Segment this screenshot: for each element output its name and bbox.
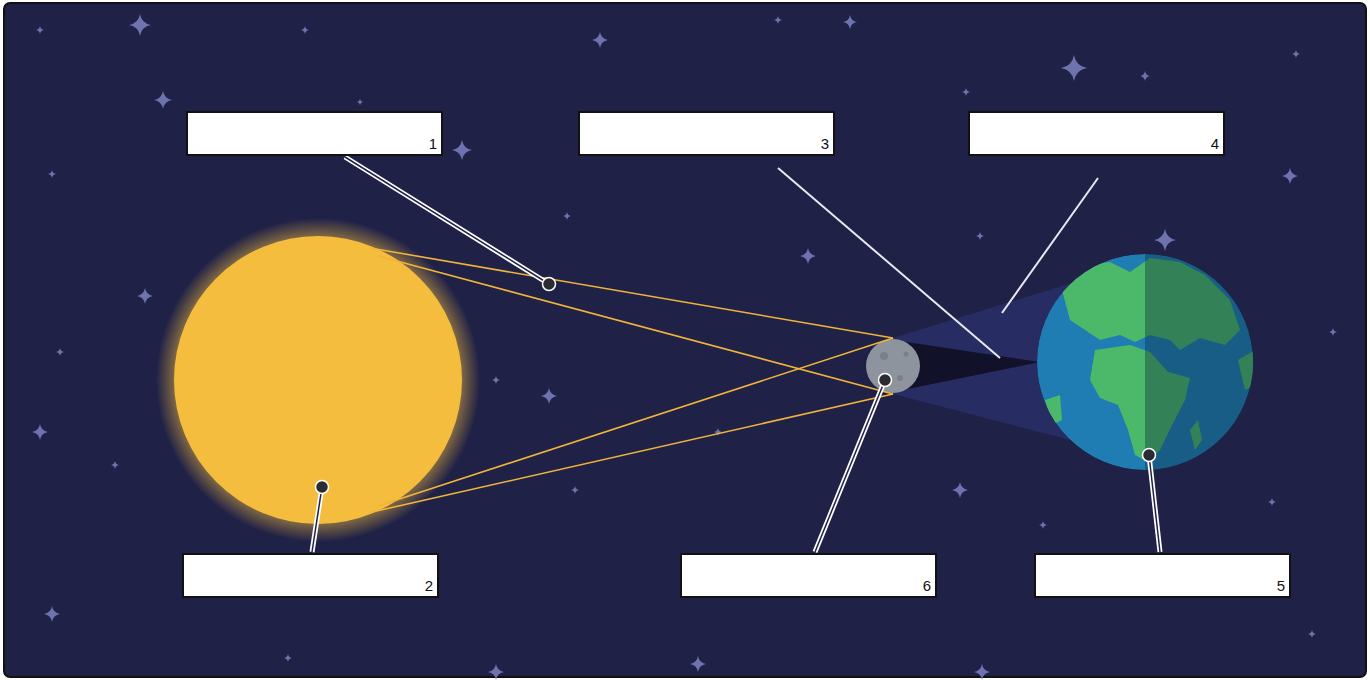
star xyxy=(357,99,363,105)
star xyxy=(974,664,990,680)
label-box: 2 xyxy=(182,553,439,598)
star xyxy=(774,16,782,24)
star xyxy=(1154,229,1176,251)
space-background xyxy=(4,3,1366,677)
star xyxy=(488,664,504,680)
sun-rays xyxy=(370,248,893,512)
star xyxy=(1308,630,1316,638)
sun-glow xyxy=(156,218,480,542)
label-box: 5 xyxy=(1034,553,1291,598)
star xyxy=(571,486,579,494)
star xyxy=(962,88,970,96)
callout-number: 4 xyxy=(1211,136,1219,151)
moon xyxy=(866,339,920,393)
star xyxy=(1140,71,1150,81)
star xyxy=(976,232,984,240)
star xyxy=(563,212,571,220)
star xyxy=(452,140,472,160)
star xyxy=(44,606,60,622)
star xyxy=(301,26,309,34)
star xyxy=(952,482,968,498)
callout-number: 6 xyxy=(923,578,931,593)
star xyxy=(800,248,816,264)
label-box: 1 xyxy=(186,111,443,156)
callout-number: 1 xyxy=(429,136,437,151)
leader-lines xyxy=(312,157,1160,552)
star xyxy=(541,388,557,404)
callout-number: 5 xyxy=(1277,578,1285,593)
star xyxy=(32,424,48,440)
star xyxy=(592,32,608,48)
star xyxy=(690,656,706,672)
star xyxy=(1282,168,1298,184)
callout-number: 3 xyxy=(821,136,829,151)
star xyxy=(1268,498,1276,506)
callout-number: 2 xyxy=(425,578,433,593)
label-box: 4 xyxy=(968,111,1225,156)
earth xyxy=(1037,250,1265,480)
label-box: 3 xyxy=(578,111,835,156)
star xyxy=(1039,521,1047,529)
star xyxy=(48,170,56,178)
star xyxy=(137,288,153,304)
star xyxy=(492,376,500,384)
star xyxy=(36,26,44,34)
star xyxy=(56,348,64,356)
star xyxy=(1329,328,1337,336)
star xyxy=(284,654,292,662)
star xyxy=(111,461,119,469)
star xyxy=(1061,55,1087,81)
star xyxy=(154,91,172,109)
star xyxy=(1292,50,1300,58)
star xyxy=(843,15,857,29)
label-box: 6 xyxy=(680,553,937,598)
stars xyxy=(32,14,1337,680)
star xyxy=(129,14,151,36)
sun xyxy=(174,236,462,524)
